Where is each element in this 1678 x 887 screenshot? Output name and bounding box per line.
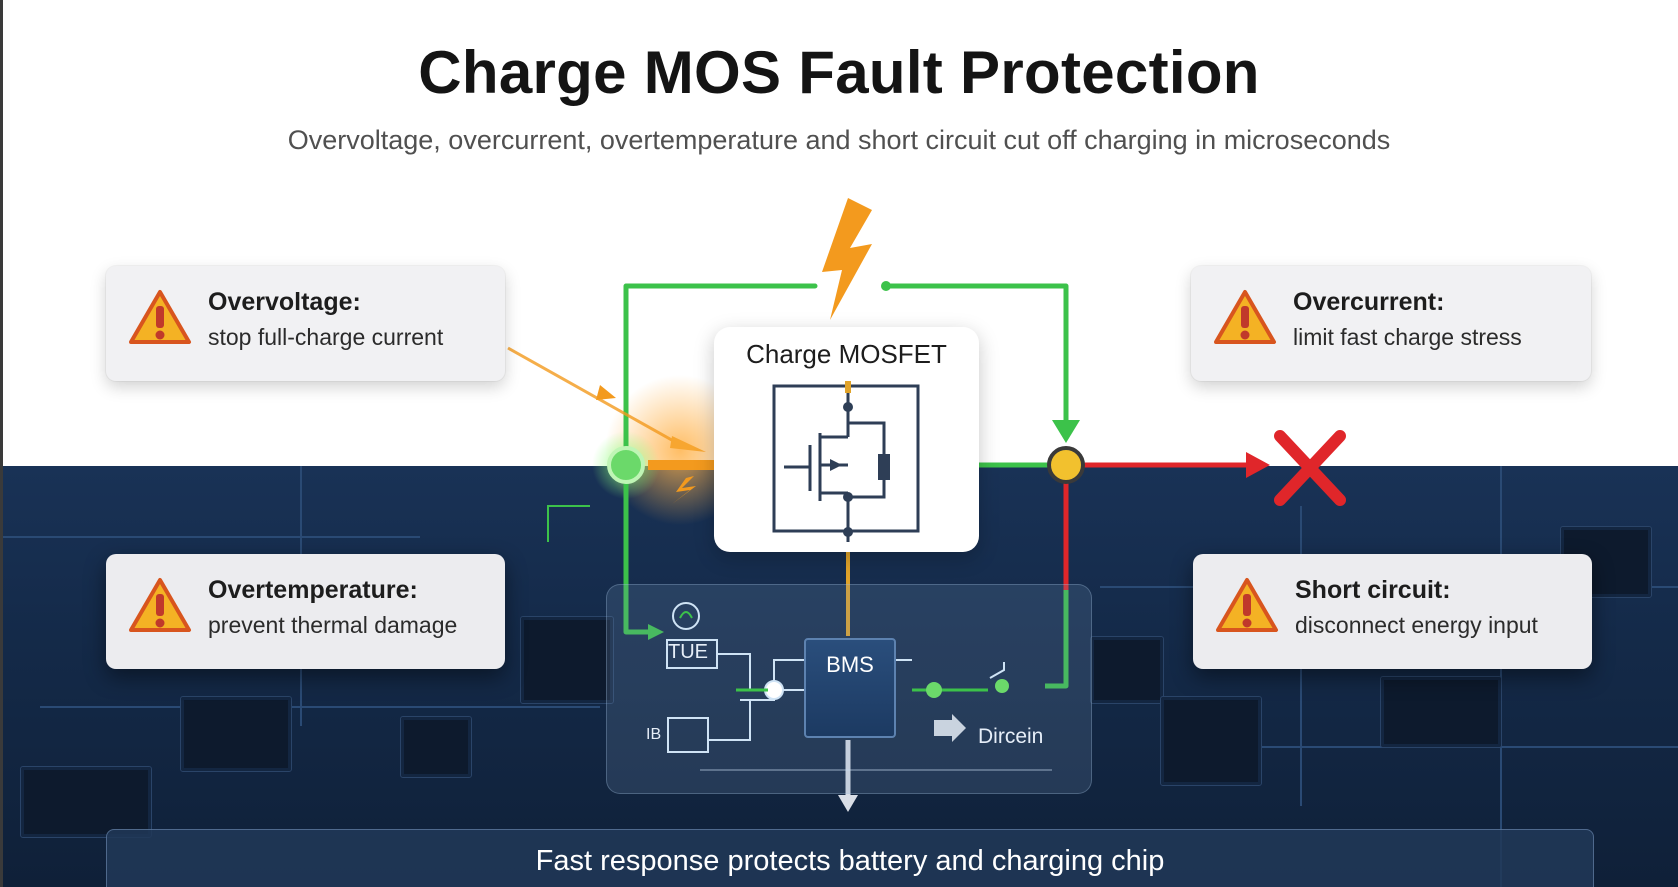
fault-card-overvoltage: Overvoltage: stop full-charge current xyxy=(106,266,505,381)
input-node xyxy=(607,446,645,484)
arrow-right-icon xyxy=(934,714,966,742)
fault-label: Overtemperature: xyxy=(208,576,418,604)
footer-banner: Fast response protects battery and charg… xyxy=(106,829,1594,887)
path-top-left xyxy=(623,283,818,468)
warning-triangle-icon xyxy=(129,290,191,344)
junction-dot xyxy=(881,281,891,291)
mosfet-title: Charge MOSFET xyxy=(746,339,947,369)
left-border xyxy=(0,0,3,887)
fault-label: Overcurrent: xyxy=(1293,288,1445,316)
lightning-icon xyxy=(822,198,872,320)
sensor-icon xyxy=(672,602,700,630)
cutoff-x-icon xyxy=(1274,430,1346,506)
arrow-down-icon xyxy=(838,795,858,812)
bms-out-node xyxy=(926,682,942,698)
warning-triangle-icon xyxy=(129,578,191,632)
fault-card-overcurrent: Overcurrent: limit fast charge stress xyxy=(1191,266,1591,381)
surge-arrow-small xyxy=(670,436,706,452)
mosfet-box: Charge MOSFET xyxy=(714,327,979,552)
bms-lower-left-label: IB xyxy=(646,726,662,743)
fault-card-short-circuit: Short circuit: disconnect energy input xyxy=(1193,554,1592,669)
bms-left-block-label: TUE xyxy=(668,641,708,663)
page-subtitle: Overvoltage, overcurrent, overtemperatur… xyxy=(287,125,1391,155)
bms-chip xyxy=(804,638,896,738)
page-title: Charge MOS Fault Protection xyxy=(418,39,1260,106)
surge-arrowhead xyxy=(596,385,616,400)
fault-description: prevent thermal damage xyxy=(208,612,458,638)
bms-chip-label: BMS xyxy=(826,652,874,677)
warning-triangle-icon xyxy=(1214,290,1276,344)
fault-description: limit fast charge stress xyxy=(1293,324,1522,350)
path-top-right xyxy=(883,283,1069,428)
fault-arrow-icon xyxy=(1246,452,1270,478)
bms-output-label: Dircein xyxy=(978,725,1044,748)
arrow-right-icon xyxy=(648,624,664,640)
path-to-bms-right xyxy=(1045,590,1069,689)
fault-description: stop full-charge current xyxy=(208,324,444,350)
spark-lightning-icon xyxy=(672,476,696,504)
output-node xyxy=(1047,446,1085,484)
fault-description: disconnect energy input xyxy=(1295,612,1538,638)
warning-triangle-icon xyxy=(1216,578,1278,632)
footer-text: Fast response protects battery and charg… xyxy=(535,845,1165,877)
mosfet-symbol-icon xyxy=(772,381,920,542)
fault-label: Overvoltage: xyxy=(208,288,361,316)
trace-accent xyxy=(547,505,590,542)
fault-card-overtemperature: Overtemperature: prevent thermal damage xyxy=(106,554,505,669)
arrow-down-right-icon xyxy=(1052,420,1080,443)
fault-label: Short circuit: xyxy=(1295,576,1451,604)
path-to-bms xyxy=(623,465,652,635)
